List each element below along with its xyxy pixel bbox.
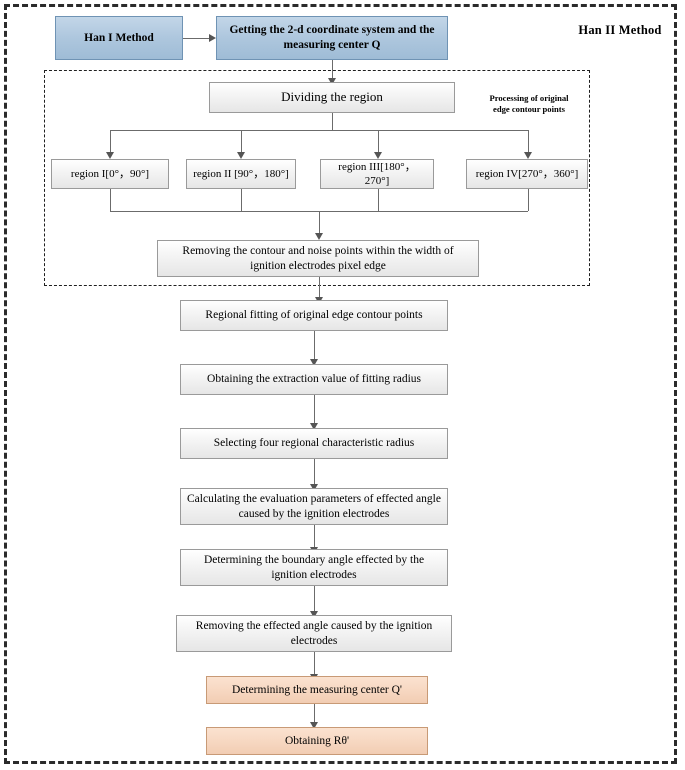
connector-selecting-to-calculating [314,459,315,487]
connector-region4-down [528,189,529,211]
arrowhead-coord-to-dividing [328,78,336,85]
node-region-3-label: region III[180°，270°] [338,160,416,187]
node-obtaining-r-theta-label: Obtaining Rθ' [284,734,350,747]
arrowhead-boundary-to-removing-angle [310,611,318,618]
connector-split-bus [110,130,528,131]
connector-merge-to-removing [319,211,320,235]
node-determining-measuring-center[interactable]: Determining the measuring center Q' [206,676,428,704]
processing-group-label: Processing of original edge contour poin… [470,81,588,116]
connector-drop-region4 [528,130,529,154]
connector-han1-to-coord [183,38,209,39]
arrowhead-region2 [237,152,245,159]
connector-extraction-to-selecting [314,395,315,425]
arrowhead-region1 [106,152,114,159]
node-dividing-the-region[interactable]: Dividing the region [209,82,455,113]
node-region-2[interactable]: region II [90°，180°] [186,159,296,189]
arrowhead-center-to-rtheta [310,722,318,729]
node-regional-fitting-label: Regional fitting of original edge contou… [205,309,423,322]
connector-center-to-rtheta [314,704,315,726]
node-region-1[interactable]: region I[0°，90°] [51,159,169,189]
node-obtaining-r-theta[interactable]: Obtaining Rθ' [206,727,428,755]
node-removing-contour-noise-label: Removing the contour and noise points wi… [182,244,454,272]
connector-fitting-to-extraction [314,331,315,361]
node-dividing-the-region-label: Dividing the region [281,89,383,105]
connector-calculating-to-boundary [314,525,315,549]
node-calculating-evaluation-parameters[interactable]: Calculating the evaluation parameters of… [180,488,448,525]
arrowhead-region3 [374,152,382,159]
node-region-4-label: region IV[270°，360°] [475,167,579,180]
node-region-1-label: region I[0°，90°] [70,167,150,180]
connector-region3-down [378,189,379,211]
node-region-4[interactable]: region IV[270°，360°] [466,159,588,189]
arrowhead-han1-to-coord [209,34,216,42]
connector-removing-to-fitting [319,277,320,299]
node-determining-boundary-angle-label: Determining the boundary angle effected … [203,553,425,581]
node-selecting-four-radius[interactable]: Selecting four regional characteristic r… [180,428,448,459]
node-coordinate-system[interactable]: Getting the 2-d coordinate system and th… [216,16,448,60]
node-region-2-label: region II [90°，180°] [193,167,289,180]
node-obtaining-extraction-value-label: Obtaining the extraction value of fittin… [207,373,421,386]
arrowhead-extraction-to-selecting [310,423,318,430]
node-obtaining-extraction-value[interactable]: Obtaining the extraction value of fittin… [180,364,448,395]
node-removing-effected-angle-label: Removing the effected angle caused by th… [195,619,433,647]
node-coordinate-system-label: Getting the 2-d coordinate system and th… [229,24,435,51]
node-removing-contour-noise[interactable]: Removing the contour and noise points wi… [157,240,479,277]
node-removing-effected-angle[interactable]: Removing the effected angle caused by th… [176,615,452,652]
han-ii-method-title: Han II Method [565,23,675,38]
connector-boundary-to-removing-angle [314,586,315,613]
arrowhead-merge-to-removing [315,233,323,240]
connector-region1-down [110,189,111,211]
han-ii-method-title-label: Han II Method [578,23,662,37]
han-ii-method-boundary [4,4,677,764]
node-selecting-four-radius-label: Selecting four regional characteristic r… [213,437,415,450]
connector-region2-down [241,189,242,211]
node-han-i-method[interactable]: Han I Method [55,16,183,60]
connector-drop-region1 [110,130,111,154]
arrowhead-fitting-to-extraction [310,359,318,366]
node-region-3[interactable]: region III[180°，270°] [320,159,434,189]
node-determining-measuring-center-label: Determining the measuring center Q' [231,683,403,696]
processing-group-label-text: Processing of original edge contour poin… [489,92,569,115]
connector-removing-angle-to-center [314,652,315,676]
arrowhead-region4 [524,152,532,159]
node-regional-fitting[interactable]: Regional fitting of original edge contou… [180,300,448,331]
processing-group-boundary [44,70,590,286]
node-calculating-evaluation-parameters-label: Calculating the evaluation parameters of… [187,492,441,520]
node-determining-boundary-angle[interactable]: Determining the boundary angle effected … [180,549,448,586]
connector-dividing-down [332,113,333,130]
node-han-i-method-label: Han I Method [84,31,154,44]
connector-drop-region3 [378,130,379,154]
arrowhead-selecting-to-calculating [310,484,318,491]
connector-drop-region2 [241,130,242,154]
